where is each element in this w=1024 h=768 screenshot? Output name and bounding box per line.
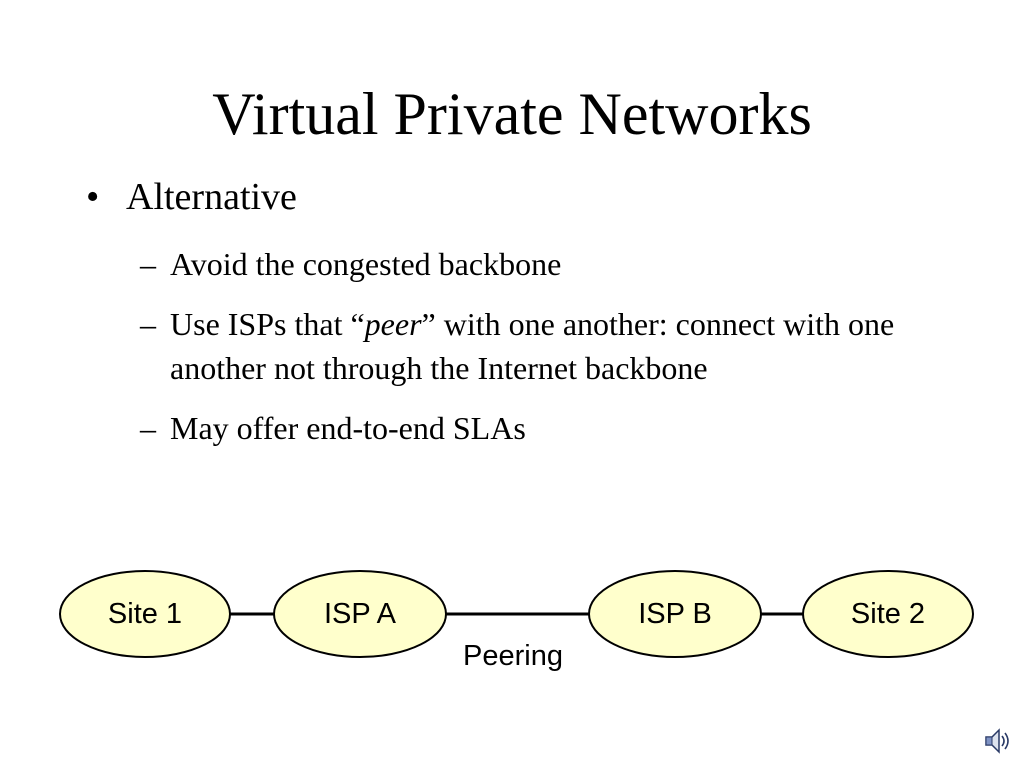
sub-bullet-italic-peer: peer bbox=[364, 306, 422, 342]
node-isp-a: ISP A bbox=[273, 570, 447, 658]
bullet-text: Alternative bbox=[126, 176, 297, 218]
sub-bullet-marker: – bbox=[140, 410, 156, 446]
node-ellipse bbox=[273, 570, 447, 658]
sub-bullet-text: Avoid the congested backbone bbox=[170, 246, 562, 282]
node-label: ISP B bbox=[638, 598, 712, 630]
sub-bullet-text: May offer end-to-end SLAs bbox=[170, 410, 526, 446]
sub-bullet-text-part: Use ISPs that “ bbox=[170, 306, 365, 342]
sub-bullet-slas: – May offer end-to-end SLAs bbox=[86, 406, 946, 450]
speaker-icon[interactable] bbox=[982, 726, 1012, 756]
node-label: Site 1 bbox=[108, 598, 182, 630]
sub-bullet-text-part: ” with one another: connect with one ano… bbox=[170, 306, 895, 386]
node-ellipse bbox=[588, 570, 762, 658]
node-ellipse bbox=[59, 570, 231, 658]
bullet-item: • Alternative bbox=[86, 174, 946, 220]
node-site-1: Site 1 bbox=[59, 570, 231, 658]
node-isp-b: ISP B bbox=[588, 570, 762, 658]
node-label: ISP A bbox=[324, 598, 397, 630]
bullet-marker: • bbox=[86, 176, 100, 218]
sub-bullet-peer-isps: – Use ISPs that “peer” with one another:… bbox=[86, 302, 946, 390]
sub-bullet-list: – Avoid the congested backbone – Use ISP… bbox=[86, 242, 946, 450]
peering-label: Peering bbox=[463, 640, 563, 672]
node-label: Site 2 bbox=[851, 598, 925, 630]
bullet-list: • Alternative – Avoid the congested back… bbox=[86, 174, 946, 466]
node-site-2: Site 2 bbox=[802, 570, 974, 658]
slide-title: Virtual Private Networks bbox=[212, 81, 812, 147]
sub-bullet-marker: – bbox=[140, 246, 156, 282]
node-ellipse bbox=[802, 570, 974, 658]
sub-bullet-marker: – bbox=[140, 306, 156, 342]
network-diagram: Site 1 ISP A ISP B Site 2 Peering bbox=[59, 570, 974, 672]
sub-bullet-avoid-backbone: – Avoid the congested backbone bbox=[86, 242, 946, 286]
